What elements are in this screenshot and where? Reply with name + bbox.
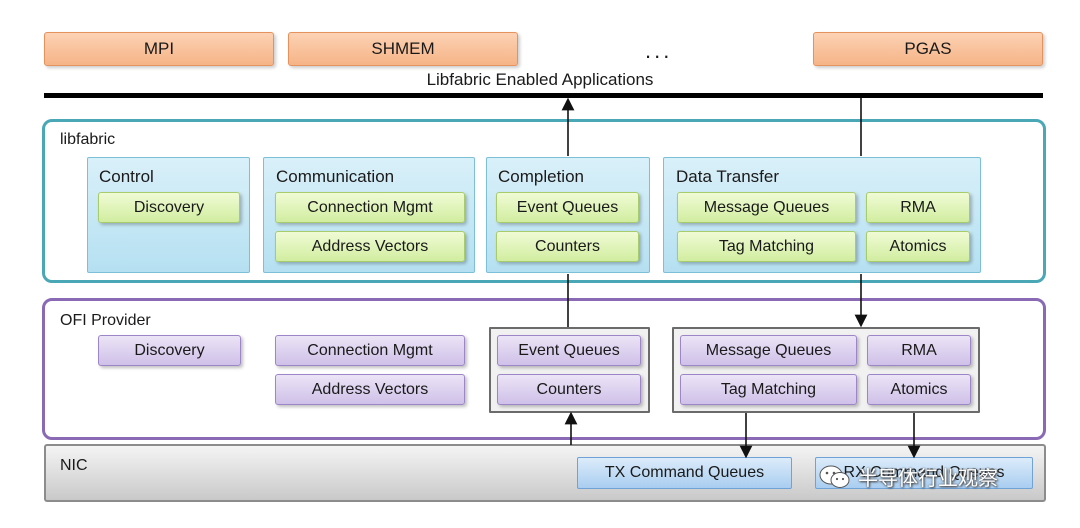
libfabric-layer-title: libfabric — [60, 131, 116, 148]
ofi-provider-layer-title: OFI Provider — [60, 312, 151, 329]
lib-discovery-box: Discovery — [98, 192, 240, 223]
prov-atomics-box: Atomics — [867, 374, 971, 405]
rx-command-queues-box: RX Command Queues — [815, 457, 1033, 489]
prov-discovery-box: Discovery — [98, 335, 241, 366]
lib-connection-mgmt-box: Connection Mgmt — [275, 192, 465, 223]
completion-group-title: Completion — [498, 167, 584, 186]
app-pgas: PGAS — [813, 32, 1043, 66]
lib-counters-box: Counters — [496, 231, 639, 262]
control-group-title: Control — [99, 167, 154, 186]
watermark-text: 半导体行业观察 — [858, 468, 998, 490]
prov-event-queues-box: Event Queues — [497, 335, 641, 366]
lib-rma-box: RMA — [866, 192, 970, 223]
lib-event-queues-box: Event Queues — [496, 192, 639, 223]
prov-tag-matching-box: Tag Matching — [680, 374, 857, 405]
prov-message-queues-box: Message Queues — [680, 335, 857, 366]
lib-message-queues-box: Message Queues — [677, 192, 856, 223]
lib-atomics-box: Atomics — [866, 231, 970, 262]
wechat-icon — [819, 465, 850, 488]
watermark: 半导体行业观察 — [818, 462, 998, 491]
data-transfer-group-title: Data Transfer — [676, 167, 779, 186]
more-applications-ellipsis: ... — [645, 38, 673, 63]
prov-rma-box: RMA — [867, 335, 971, 366]
nic-layer-title: NIC — [60, 457, 88, 474]
app-shmem: SHMEM — [288, 32, 518, 66]
application-interface-line — [44, 93, 1043, 98]
prov-counters-box: Counters — [497, 374, 641, 405]
applications-caption: Libfabric Enabled Applications — [426, 70, 654, 89]
lib-address-vectors-box: Address Vectors — [275, 231, 465, 262]
communication-group-title: Communication — [276, 167, 395, 186]
lib-tag-matching-box: Tag Matching — [677, 231, 856, 262]
app-mpi: MPI — [44, 32, 274, 66]
prov-connection-mgmt-box: Connection Mgmt — [275, 335, 465, 366]
prov-address-vectors-box: Address Vectors — [275, 374, 465, 405]
tx-command-queues-box: TX Command Queues — [577, 457, 792, 489]
